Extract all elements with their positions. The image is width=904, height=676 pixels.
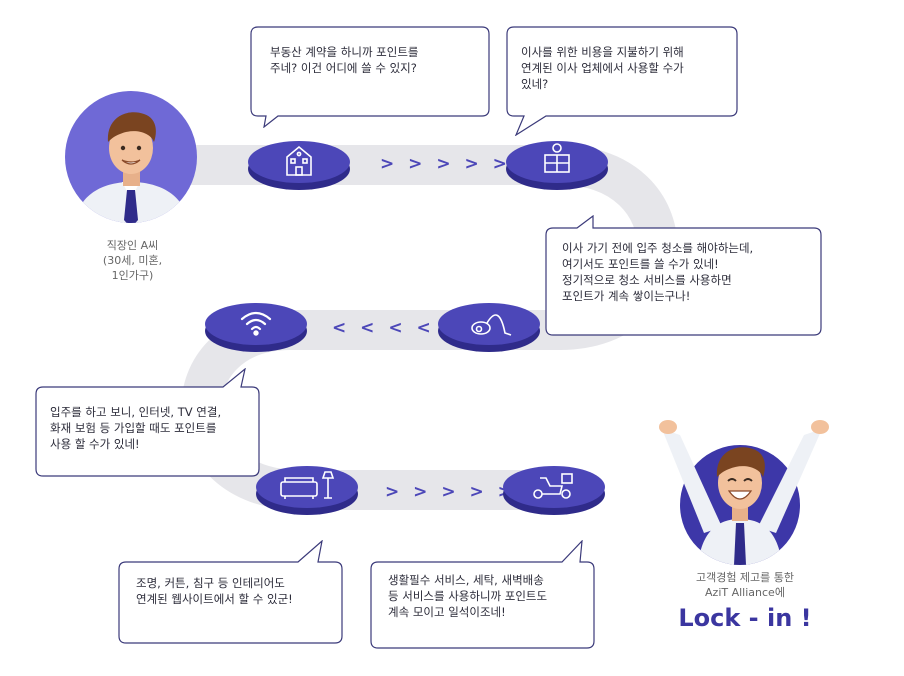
bubble-3-text: 이사 가기 전에 입주 청소를 해야하는데, 여기서도 포인트를 쓸 수가 있네… bbox=[562, 241, 754, 303]
arrows-left: < < < < < bbox=[332, 318, 463, 338]
bubble-4-text: 입주를 하고 보니, 인터넷, TV 연결, 화재 보험 등 가입할 때도 포인… bbox=[50, 405, 222, 451]
lock-in-headline: Lock - in ! bbox=[678, 604, 812, 632]
bubble-1-text: 부동산 계약을 하니까 포인트를 주네? 이건 어디에 쓸 수 있지? bbox=[270, 45, 419, 75]
vacuum-cleaner-icon bbox=[471, 314, 512, 336]
mover-box-icon bbox=[544, 143, 570, 173]
step-interior bbox=[255, 460, 360, 516]
speech-bubble-1 bbox=[250, 26, 490, 128]
bubble-5-text: 조명, 커튼, 침구 등 인테리어도 연계된 웹사이트에서 할 수 있군! bbox=[136, 576, 293, 606]
building-icon bbox=[286, 145, 312, 176]
arrows-right-2: > > > > > bbox=[385, 482, 516, 502]
speech-bubble-6 bbox=[370, 540, 595, 649]
speech-bubble-4 bbox=[35, 368, 260, 477]
furniture-sofa-lamp-icon bbox=[280, 471, 335, 499]
person-b-caption: 고객경험 제고를 통한 AziT Alliance에 bbox=[695, 571, 795, 599]
arrows-right-1: > > > > > bbox=[380, 154, 511, 174]
person-a-avatar bbox=[64, 90, 199, 225]
wifi-icon bbox=[240, 311, 272, 336]
person-a-caption: 직장인 A씨 (30세, 미혼, 1인가구) bbox=[102, 239, 163, 282]
step-building bbox=[247, 135, 352, 191]
delivery-scooter-icon bbox=[533, 473, 573, 499]
speech-bubble-3 bbox=[545, 215, 822, 336]
person-b-avatar bbox=[650, 415, 840, 565]
speech-bubble-2 bbox=[506, 26, 738, 136]
speech-bubble-5 bbox=[118, 540, 343, 644]
bubble-2-text: 이사를 위한 비용을 지불하기 위해 연계된 이사 업체에서 사용할 수가 있네… bbox=[521, 45, 684, 91]
step-delivery bbox=[502, 460, 607, 516]
bubble-6-text: 생활필수 서비스, 세탁, 새벽배송 등 서비스를 사용하니까 포인트도 계속 … bbox=[388, 573, 548, 619]
step-cleaning bbox=[437, 297, 542, 353]
step-internet bbox=[204, 297, 309, 353]
step-moving bbox=[505, 135, 610, 191]
